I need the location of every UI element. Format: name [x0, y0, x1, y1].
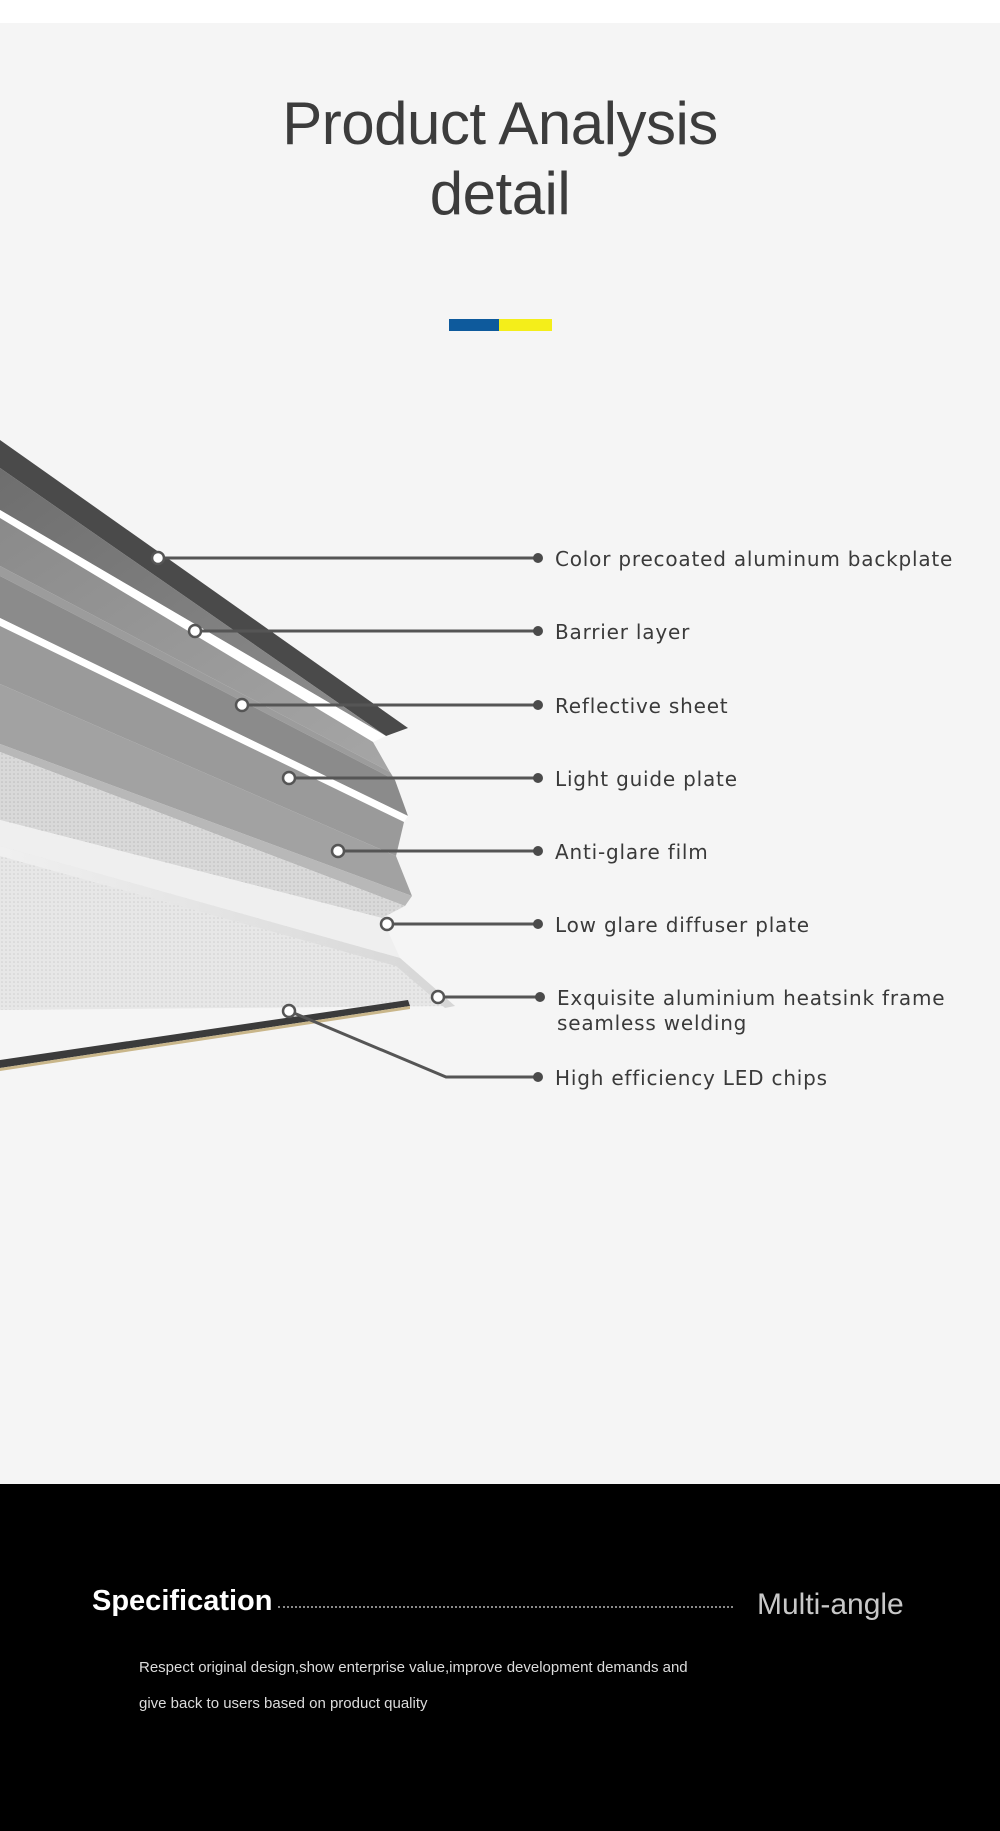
callout-anchor-reflective	[234, 697, 250, 713]
callout-label-frame: Exquisite aluminium heatsink frame	[557, 986, 946, 1010]
callout-label-barrier: Barrier layer	[555, 620, 691, 644]
callout-label-backplate: Color precoated aluminum backplate	[555, 547, 954, 571]
layer-barrier	[0, 518, 395, 780]
callout-label-led: High efficiency LED chips	[555, 1066, 828, 1090]
callout-label-lgp: Light guide plate	[555, 767, 738, 791]
layer-led-strip	[0, 1000, 410, 1071]
callout-dot-frame	[535, 992, 545, 1002]
callout-anchor-backplate	[150, 550, 166, 566]
callout-dot-backplate	[533, 553, 543, 563]
callout-anchor-led	[281, 1003, 297, 1019]
callout-anchor-lgp	[281, 770, 297, 786]
accent-bar-blue	[449, 319, 499, 331]
exploded-layer-diagram	[0, 440, 545, 1082]
specification-description-line-2: give back to users based on product qual…	[139, 1695, 428, 1712]
callout-dot-antiglare	[533, 846, 543, 856]
callout-anchor-frame	[430, 989, 446, 1005]
callout-anchor-antiglare	[330, 843, 346, 859]
layer-diffuser	[0, 752, 405, 958]
specification-title: Specification	[92, 1585, 273, 1617]
page-title-line-2: detail	[429, 160, 571, 227]
layer-anti-glare	[0, 684, 412, 906]
callout-label-antiglare: Anti-glare film	[555, 840, 709, 864]
callout-dot-reflective	[533, 700, 543, 710]
callout-anchor-diffuser	[379, 916, 395, 932]
callout-dot-lgp	[533, 773, 543, 783]
callout-label-diffuser: Low glare diffuser plate	[555, 913, 810, 937]
layer-reflective	[0, 576, 408, 822]
page-title-line-1: Product Analysis	[282, 90, 718, 157]
callout-line-led	[288, 1009, 538, 1079]
multi-angle-label: Multi-angle	[757, 1588, 904, 1621]
callout-label-frame-line-2: seamless welding	[557, 1011, 748, 1035]
specification-section: Specification Multi-angle Respect origin…	[0, 1484, 1000, 1831]
specification-description-line-1: Respect original design,show enterprise …	[139, 1659, 688, 1676]
callout-dot-led	[533, 1072, 543, 1082]
accent-bar-yellow	[499, 319, 552, 331]
layer-frame	[0, 846, 455, 1010]
callout-dot-barrier	[533, 626, 543, 636]
callout-label-reflective: Reflective sheet	[555, 694, 729, 718]
callout-dot-diffuser	[533, 919, 543, 929]
callout-anchor-barrier	[187, 623, 203, 639]
dotted-divider	[278, 1606, 733, 1608]
accent-bar	[449, 319, 552, 331]
layer-light-guide	[0, 626, 404, 856]
